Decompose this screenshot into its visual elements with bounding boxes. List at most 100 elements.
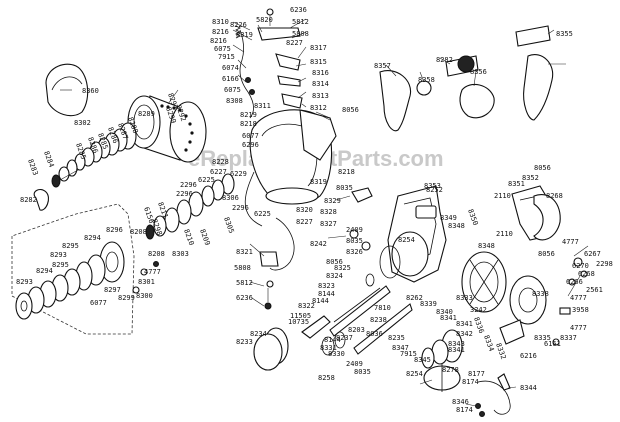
part-label: 8036	[366, 330, 383, 338]
part-label: 8035	[336, 184, 353, 192]
part-label: 8345	[414, 356, 431, 364]
part-label: 8056	[326, 258, 343, 266]
part-label: 8174	[462, 378, 479, 386]
part-label: 8347	[392, 344, 409, 352]
part-label: 8358	[418, 76, 435, 84]
small-screws-right	[552, 257, 588, 346]
part-label: 6227	[210, 168, 227, 176]
part-label: 8326	[346, 248, 363, 256]
part-label: 8233	[236, 338, 253, 346]
part-label: 8346	[452, 398, 469, 406]
part-label: 8323	[318, 282, 335, 290]
part-label: 11505	[290, 312, 311, 320]
part-label: 8329	[324, 197, 341, 205]
part-label: 8056	[342, 106, 359, 114]
part-label: 8351	[508, 180, 525, 188]
part-label: 8035	[354, 368, 371, 376]
part-label: 8342	[456, 330, 473, 338]
part-label: 8310	[212, 18, 229, 26]
part-label: 8295	[62, 242, 79, 250]
part-label: 8350	[466, 208, 479, 227]
part-label: 4777	[562, 238, 579, 246]
part-label: 8227	[296, 218, 313, 226]
part-label: 3958	[572, 306, 589, 314]
part-label: 8208	[130, 228, 147, 236]
part-label: 8343	[448, 340, 465, 348]
parts-drawing	[11, 8, 588, 417]
part-label: 5808	[292, 30, 309, 38]
part-label: 2409	[346, 360, 363, 368]
part-label: 8336	[472, 316, 485, 335]
part-label: 8226	[230, 21, 247, 29]
part-label: 8357	[374, 62, 391, 70]
part-label: 8353	[424, 182, 441, 190]
part-label: 8325	[334, 264, 351, 272]
rotor-body	[249, 109, 337, 205]
part-label: 8238	[370, 316, 387, 324]
part-label: 8319	[310, 178, 327, 186]
part-label: 6225	[254, 210, 271, 218]
small-parts-left	[132, 261, 159, 294]
part-label: 8203	[348, 326, 365, 334]
part-label: 8293	[16, 278, 33, 286]
part-label: 2296	[180, 181, 197, 189]
part-label: 8237	[336, 334, 353, 342]
part-label: 8341	[456, 320, 473, 328]
pinion-gear-area	[145, 173, 235, 240]
part-label: 2296	[232, 204, 249, 212]
part-label: 8296	[106, 226, 123, 234]
drive-gear	[461, 251, 507, 313]
part-label: 2296	[176, 190, 193, 198]
part-label: 8348	[478, 242, 495, 250]
part-label: 8174	[456, 406, 473, 414]
part-label: 2110	[494, 192, 511, 200]
part-label: 8227	[286, 39, 303, 47]
part-label: 7810	[374, 304, 391, 312]
part-label: 8303	[172, 250, 189, 258]
crank-arm-gear	[509, 275, 547, 325]
part-label: 8312	[310, 104, 327, 112]
part-label: 8322	[298, 302, 315, 310]
seal-ring	[391, 231, 429, 277]
part-label: 8330	[328, 350, 345, 358]
part-label: 8308	[226, 97, 243, 105]
part-label: 8282	[20, 196, 37, 204]
part-label: 8321	[236, 248, 253, 256]
line-roller	[259, 251, 279, 310]
part-label: 4777	[570, 294, 587, 302]
part-label: 8258	[318, 374, 335, 382]
part-label: 8218	[240, 120, 257, 128]
part-label: 8316	[312, 69, 329, 77]
part-label: 4777	[144, 268, 161, 276]
part-label: 8254	[398, 236, 415, 244]
bail-spring	[269, 217, 295, 271]
spring-coil	[235, 25, 255, 95]
part-label: 6266	[566, 278, 583, 286]
part-label: 8313	[312, 92, 329, 100]
part-label: 2409	[346, 226, 363, 234]
part-label: 8209	[198, 228, 211, 247]
arm-assembly	[349, 187, 375, 287]
part-label: 2110	[496, 230, 513, 238]
bail-wire	[244, 171, 263, 227]
part-label: 8294	[36, 267, 53, 275]
part-label: 8352	[522, 174, 539, 182]
part-label: 8306	[222, 194, 239, 202]
part-label: 8328	[320, 208, 337, 216]
part-label: 8289	[138, 110, 155, 118]
part-label: 8056	[538, 250, 555, 258]
part-label: 6236	[236, 294, 253, 302]
part-label: 8282	[436, 56, 453, 64]
intermediate-gears	[421, 319, 525, 369]
part-label: 8216	[212, 28, 229, 36]
part-label: 8208	[148, 250, 165, 258]
part-label: 8235	[388, 334, 405, 342]
part-label: 8315	[310, 58, 327, 66]
part-label: 6267	[584, 250, 601, 258]
part-label: 8327	[320, 220, 337, 228]
part-label: 8302	[74, 119, 91, 127]
part-label: 8349	[440, 214, 457, 222]
part-label: 8337	[560, 334, 577, 342]
part-label: 8300	[136, 292, 153, 300]
